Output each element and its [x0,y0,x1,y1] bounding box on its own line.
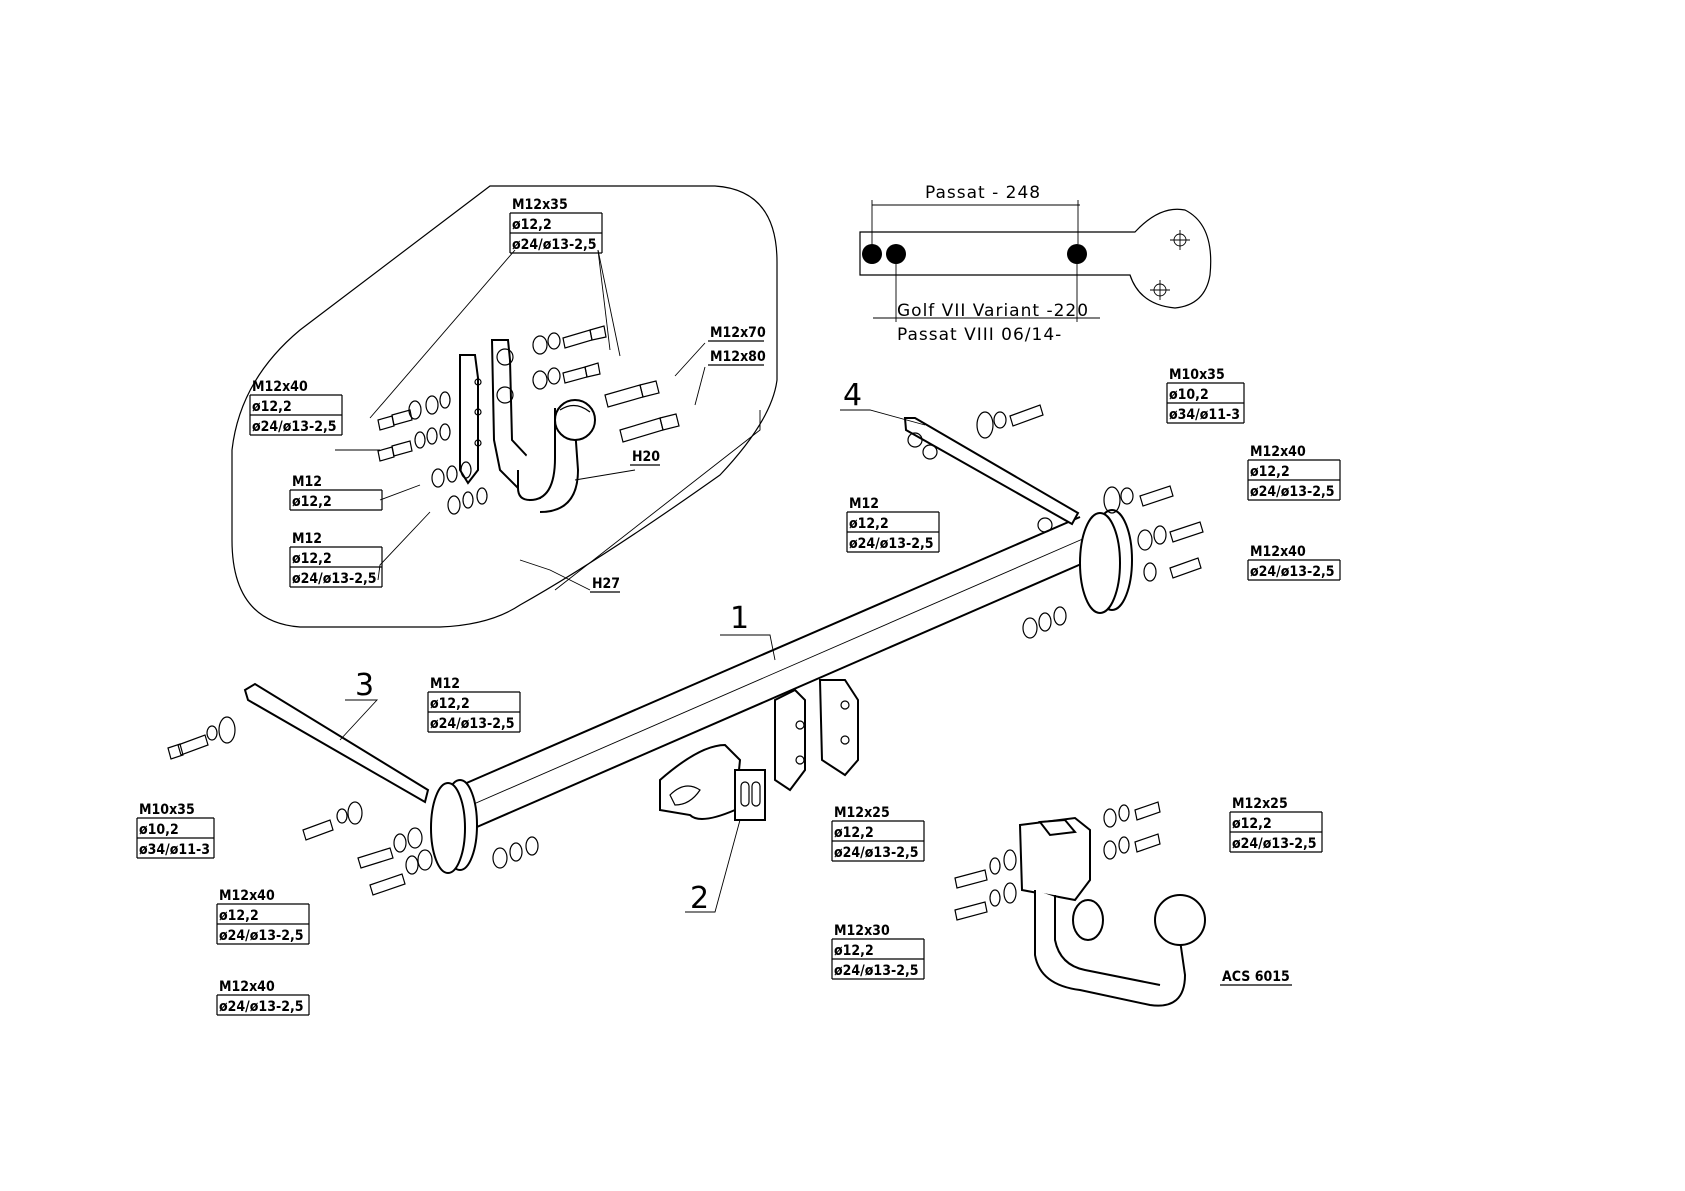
callout-text: M12 [430,676,460,692]
callout-inset-bolt-left: M12x40 ø12,2 ø24/ø13-2,5 [249,379,343,436]
callout-text: ø24/ø13-2,5 [512,237,597,253]
callout-text: M12x30 [834,923,890,939]
callout-text: ø12,2 [430,696,470,712]
callout-text: ø12,2 [512,217,552,233]
center-bracket [774,688,806,792]
callout-ball-m12x25-right: M12x25 ø12,2 ø24/ø13-2,5 [1229,796,1323,853]
callout-ball-m12x25-left: M12x25 ø12,2 ø24/ø13-2,5 [831,805,925,862]
callout-inset-nut-a: M12 ø12,2 [289,474,383,511]
callout-text: ø24/ø13-2,5 [849,536,934,552]
callout-text: M12x25 [1232,796,1288,812]
callout-text: M12x70 [710,325,766,341]
callout-right-m10x35: M10x35 ø10,2 ø34/ø11-3 [1166,367,1245,424]
callout-text: ø24/ø13-2,5 [834,845,919,861]
callout-ball-acs: ACS 6015 [1220,969,1292,986]
part-number-2: 2 [690,881,709,916]
callout-inset-nut-b: M12 ø12,2 ø24/ø13-2,5 [289,531,383,588]
callout-text: ø34/ø11-3 [1169,407,1240,423]
dim-passat: Passat - 248 [925,183,1041,203]
inset-outline [231,185,778,628]
callout-text: ø24/ø13-2,5 [1250,564,1335,580]
callout-text: M12x40 [219,888,275,904]
callout-ball-m12x30: M12x30 ø12,2 ø24/ø13-2,5 [831,923,925,980]
callout-text: H27 [592,576,620,592]
callout-left-m12x40-a: M12x40 ø12,2 ø24/ø13-2,5 [216,888,310,945]
callout-text: ø24/ø13-2,5 [1250,484,1335,500]
callout-text: ø12,2 [1232,816,1272,832]
callout-text: ø12,2 [292,494,332,510]
inset-hitch-detail [377,325,680,515]
dim-passat-viii: Passat VIII 06/14- [897,325,1062,345]
callout-text: ø24/ø13-2,5 [834,963,919,979]
callout-text: ø12,2 [252,399,292,415]
callout-left-m12x40-b: M12x40 ø24/ø13-2,5 [216,979,310,1016]
dim-golf: Golf VII Variant -220 [897,301,1089,321]
ball-assembly [954,801,1206,1007]
callout-left-m12-nut: M12 ø12,2 ø24/ø13-2,5 [427,676,521,733]
main-fasteners [167,404,1204,896]
callout-text: M12x40 [1250,544,1306,560]
callout-text: M12x40 [219,979,275,995]
part-number-3: 3 [355,668,374,703]
callout-text: M12x40 [1250,444,1306,460]
callout-text: ø24/ø13-2,5 [1232,836,1317,852]
callout-inset-h20: H20 [630,449,660,466]
left-side-bracket [243,682,430,804]
callout-text: M12 [849,496,879,512]
dimension-plate-sketch [859,200,1212,322]
callout-left-m10x35: M10x35 ø10,2 ø34/ø11-3 [136,802,215,859]
callout-right-m12x40-a: M12x40 ø12,2 ø24/ø13-2,5 [1247,444,1341,501]
callout-text: ø34/ø11-3 [139,842,210,858]
callout-text: ø12,2 [834,825,874,841]
callout-inset-m12x70: M12x70 [708,325,766,342]
part-number-1: 1 [730,601,749,636]
callout-text: ø12,2 [1250,464,1290,480]
callout-text: M12 [292,474,322,490]
callout-text: ø24/ø13-2,5 [292,571,377,587]
callout-right-m12-nut: M12 ø12,2 ø24/ø13-2,5 [846,496,940,553]
callout-text: ø12,2 [849,516,889,532]
callout-text: M12x80 [710,349,766,365]
callout-text: M10x35 [1169,367,1225,383]
callout-text: ø12,2 [292,551,332,567]
socket-bracket [659,743,742,820]
callout-text: ø24/ø13-2,5 [430,716,515,732]
callout-text: H20 [632,449,660,465]
callout-inset-h27: H27 [590,576,620,593]
callout-text: ACS 6015 [1222,969,1290,985]
callout-text: M12x40 [252,379,308,395]
main-cross-tube [454,516,1096,831]
part-number-leaders [339,409,926,913]
callout-text: ø24/ø13-2,5 [219,999,304,1015]
callout-text: ø12,2 [219,908,259,924]
callout-text: ø10,2 [1169,387,1209,403]
part-number-4: 4 [843,378,862,413]
callout-text: M10x35 [139,802,195,818]
callout-right-m12x40-b: M12x40 ø24/ø13-2,5 [1247,544,1341,581]
callout-text: ø24/ø13-2,5 [219,928,304,944]
callout-inset-m12x80: M12x80 [708,349,766,366]
callout-text: ø10,2 [139,822,179,838]
callout-labels: M12x35ø12,2ø24/ø13-2,5M12x40ø12,2ø24/ø13… [136,197,1341,1016]
callout-text: M12 [292,531,322,547]
callout-text: ø12,2 [834,943,874,959]
callout-text: M12x25 [834,805,890,821]
callout-text: M12x35 [512,197,568,213]
inset-leaders [335,249,761,591]
right-side-bracket [903,417,1080,526]
callout-inset-bolt-top: M12x35 ø12,2 ø24/ø13-2,5 [509,197,603,254]
callout-text: ø24/ø13-2,5 [252,419,337,435]
